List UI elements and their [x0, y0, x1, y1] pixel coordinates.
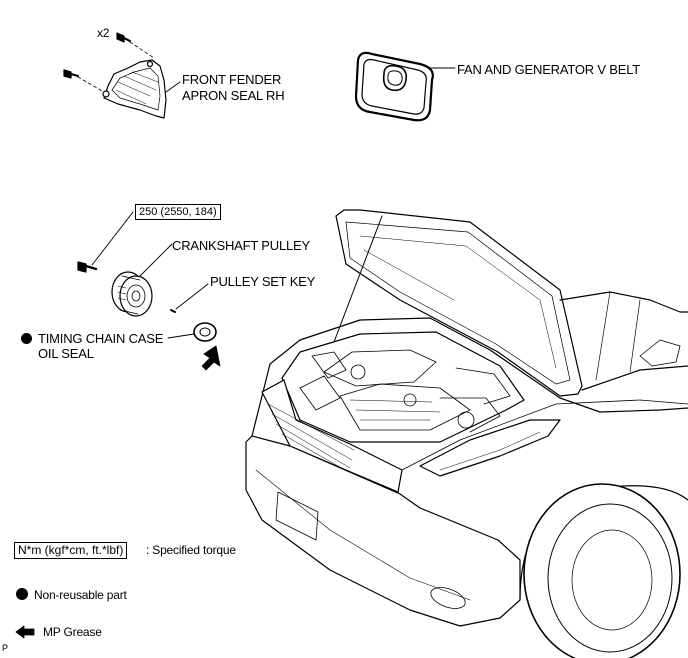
non-reusable-legend: Non-reusable part: [16, 588, 127, 603]
oil-seal-label-line1: TIMING CHAIN CASE: [21, 331, 163, 346]
non-reusable-legend-text: Non-reusable part: [34, 588, 127, 602]
pulley-set-key-label: PULLEY SET KEY: [210, 274, 316, 289]
crankshaft-pulley-label: CRANKSHAFT PULLEY: [172, 238, 310, 253]
v-belt-drawing: [354, 51, 434, 122]
footer-code: P: [2, 643, 8, 653]
oil-seal-label-text: TIMING CHAIN CASE: [38, 331, 164, 346]
non-reusable-dot-icon: [21, 333, 32, 344]
fender-seal-drawing: [63, 32, 167, 119]
crank-parts-drawing: [77, 211, 221, 371]
grease-legend-text: MP Grease: [43, 625, 102, 639]
torque-units-box: N*m (kgf*cm, ft.*lbf): [14, 542, 128, 559]
v-belt-label: FAN AND GENERATOR V BELT: [457, 62, 641, 77]
fender-seal-label-line1: FRONT FENDER: [182, 72, 282, 87]
grease-arrow-icon: [15, 625, 35, 639]
vehicle-drawing: [245, 209, 688, 658]
oil-seal-label-line2: OIL SEAL: [38, 346, 94, 361]
torque-legend-desc: : Specified torque: [146, 543, 236, 557]
fender-seal-label-line2: APRON SEAL RH: [182, 88, 285, 103]
screw-qty-label: x2: [97, 26, 110, 40]
torque-value-box: 250 (2550, 184): [135, 204, 221, 220]
non-reusable-legend-dot-icon: [16, 588, 28, 600]
